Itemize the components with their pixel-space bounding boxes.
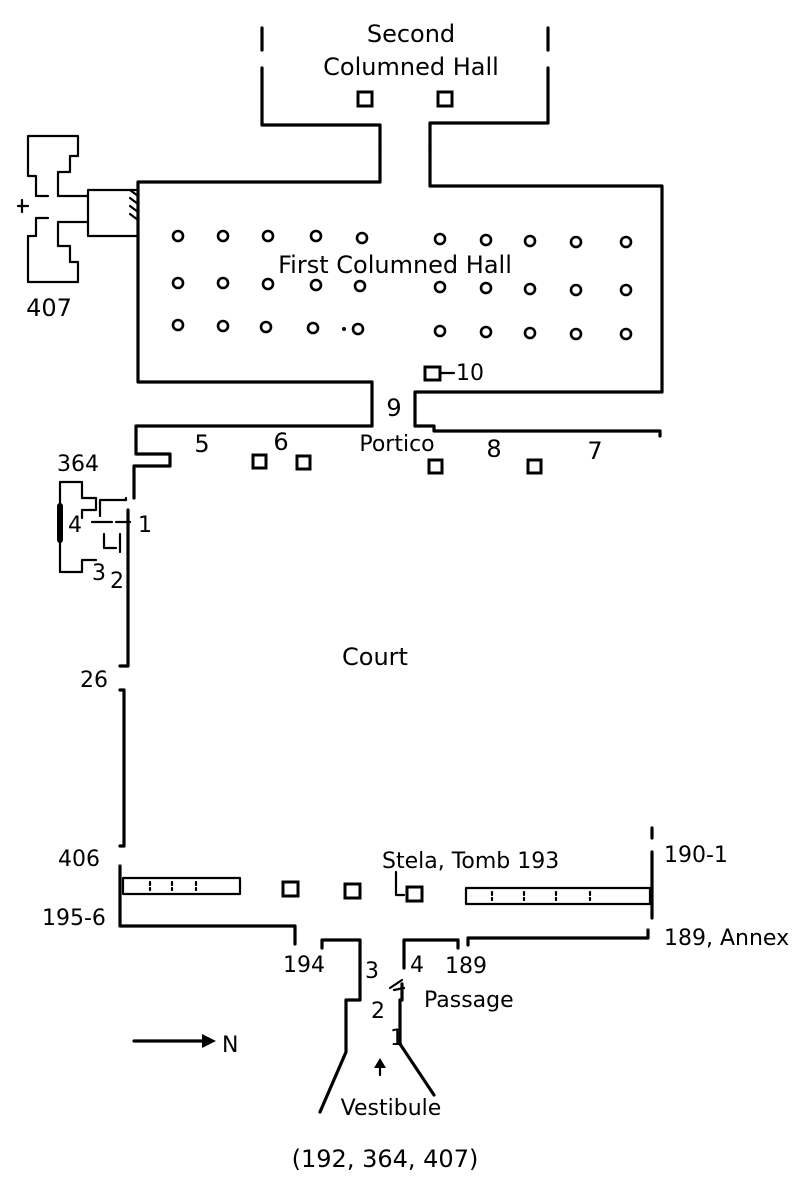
pillar [427, 458, 444, 475]
pillar [281, 880, 300, 898]
label-court: Court [342, 643, 408, 671]
label-references: (192, 364, 407) [292, 1145, 479, 1173]
feature-10-box [423, 365, 442, 382]
label-6: 6 [273, 428, 288, 456]
label-8: 8 [486, 435, 501, 463]
label-vestibule: Vestibule [341, 1096, 442, 1121]
court-west-wall [118, 508, 297, 946]
portico-walls [132, 424, 662, 500]
tomb-364-plan [57, 480, 132, 574]
label-364-room-2: 2 [110, 569, 124, 594]
label-7: 7 [587, 437, 602, 465]
pillar [356, 90, 374, 108]
stela-tomb-193-box [405, 885, 424, 903]
label-tomb-407: 407 [26, 294, 72, 322]
first-columned-hall [128, 148, 664, 428]
bench-east [464, 886, 652, 906]
label-364-room-3: 3 [92, 561, 106, 586]
north-arrow [132, 1034, 216, 1048]
label-tomb-190-1: 190-1 [664, 843, 728, 868]
label-stela-tomb-193: Stela, Tomb 193 [382, 849, 559, 874]
second-columned-hall [260, 26, 550, 152]
label-tomb-189: 189 [445, 954, 487, 979]
label-gate-4: 4 [410, 953, 424, 978]
label-second-hall-line1: Second [367, 20, 455, 48]
label-10: 10 [456, 361, 484, 386]
label-north: N [222, 1033, 238, 1058]
label-tomb-26: 26 [80, 668, 108, 693]
court-south-colonnade [121, 826, 654, 947]
pillar [526, 458, 543, 475]
label-portico: Portico [359, 432, 434, 457]
label-gate-1: 1 [390, 1026, 404, 1051]
label-tomb-195-6: 195-6 [42, 906, 106, 931]
label-5: 5 [194, 430, 209, 458]
columns [171, 229, 633, 341]
label-364-room-1: 1 [138, 513, 152, 538]
label-first-columned-hall: First Columned Hall [278, 251, 512, 279]
pillar [343, 882, 362, 900]
pillar [295, 454, 312, 471]
label-tomb-364: 364 [57, 452, 99, 477]
label-189-annex: 189, Annex [664, 926, 789, 951]
label-gate-3: 3 [365, 959, 379, 984]
label-tomb-194: 194 [283, 953, 325, 978]
label-364-room-4: 4 [68, 513, 82, 538]
label-passage: Passage [424, 988, 514, 1013]
label-second-hall-line2: Columned Hall [323, 53, 499, 81]
tomb-407-plan [16, 134, 140, 284]
bench-west [121, 876, 242, 896]
label-gate-2: 2 [371, 999, 385, 1024]
pillar [436, 90, 454, 108]
label-tomb-406: 406 [58, 847, 100, 872]
pillar [251, 453, 268, 470]
label-9: 9 [386, 394, 401, 422]
entrance-gateway [318, 938, 460, 1114]
